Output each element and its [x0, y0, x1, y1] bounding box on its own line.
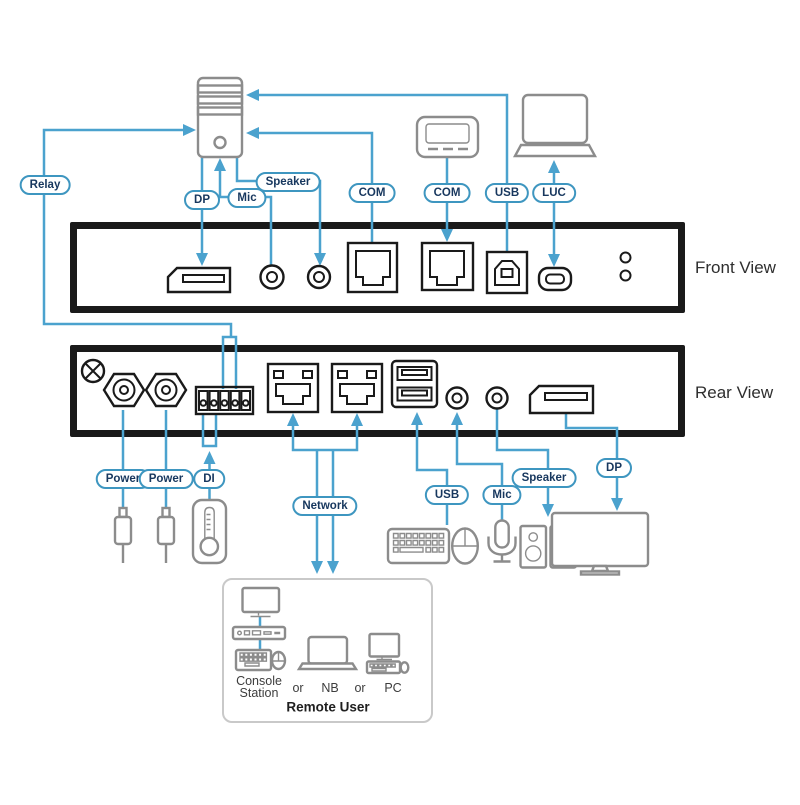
laptop-icon [512, 93, 598, 158]
com1-label: COM [348, 182, 396, 203]
di-label: DI [193, 468, 225, 489]
power-plug-icon-1 [113, 506, 133, 563]
keyboard-icon [386, 527, 451, 565]
rear-power-socket-2 [144, 372, 188, 408]
network-label: Network [292, 495, 358, 516]
console-label-line1: Console [236, 674, 282, 688]
front-speaker-jack-port [306, 264, 332, 290]
remote-user-title: Remote User [286, 699, 370, 715]
rear-mic-jack-port [445, 386, 469, 410]
power-plug-icon-2 [156, 506, 176, 563]
mouse-icon [451, 527, 480, 565]
console-station-icon [231, 625, 287, 641]
front-view-title: Front View [695, 258, 776, 277]
pc-label: PC [384, 681, 402, 695]
front-view-panel [70, 222, 685, 313]
console-label-line2: Station [239, 686, 279, 700]
power1-label: Power [95, 468, 151, 489]
rear-rj45-lan1-port [266, 362, 320, 414]
front-mic-jack-port [259, 264, 285, 290]
rear-speaker-jack-port [485, 386, 509, 410]
usb-rear-label: USB [424, 485, 470, 505]
com2-label: COM [423, 182, 471, 203]
speaker-front-label: Speaker [255, 171, 321, 192]
notebook-icon [296, 635, 359, 671]
front-usb-b-port [485, 250, 529, 295]
rear-displayport-port [528, 384, 595, 415]
arrowheads [183, 89, 623, 574]
mic-front-label: Mic [227, 187, 267, 208]
microphone-icon [487, 519, 517, 563]
front-rj45-com1-port [346, 241, 399, 294]
relay-label: Relay [19, 174, 71, 195]
remote-monitor-icon [241, 586, 281, 618]
rear-terminal-block [194, 385, 255, 416]
rear-dual-usb-a-port [390, 359, 439, 409]
or-label-2: or [354, 681, 366, 695]
rear-view-panel [70, 345, 685, 437]
rear-view-title: Rear View [695, 383, 774, 402]
front-led-indicators [619, 251, 632, 282]
thermometer-icon [191, 498, 228, 565]
remote-keyboard-icon [234, 648, 273, 672]
front-displayport-port [166, 266, 232, 294]
or-label-1: or [292, 681, 304, 695]
mic-rear-label: Mic [482, 485, 522, 505]
front-rj45-com2-port [420, 241, 475, 292]
luc-label: LUC [532, 182, 576, 203]
monitor-icon [550, 511, 650, 576]
rear-power-socket-1 [102, 372, 146, 408]
speaker-rear-label: Speaker [511, 467, 577, 488]
power2-label: Power [138, 468, 194, 489]
dp-front-label: DP [184, 189, 220, 210]
usb-front-label: USB [484, 182, 530, 203]
serial-device-icon [415, 115, 480, 159]
front-mini-usb-port [537, 266, 573, 292]
rear-screw [80, 358, 106, 384]
dp-rear-label: DP [596, 457, 632, 478]
rear-rj45-lan2-port [330, 362, 384, 414]
tower-pc-icon [196, 76, 244, 159]
remote-mouse-icon [270, 650, 287, 671]
pc-icon [365, 632, 410, 675]
nb-label: NB [321, 681, 339, 695]
